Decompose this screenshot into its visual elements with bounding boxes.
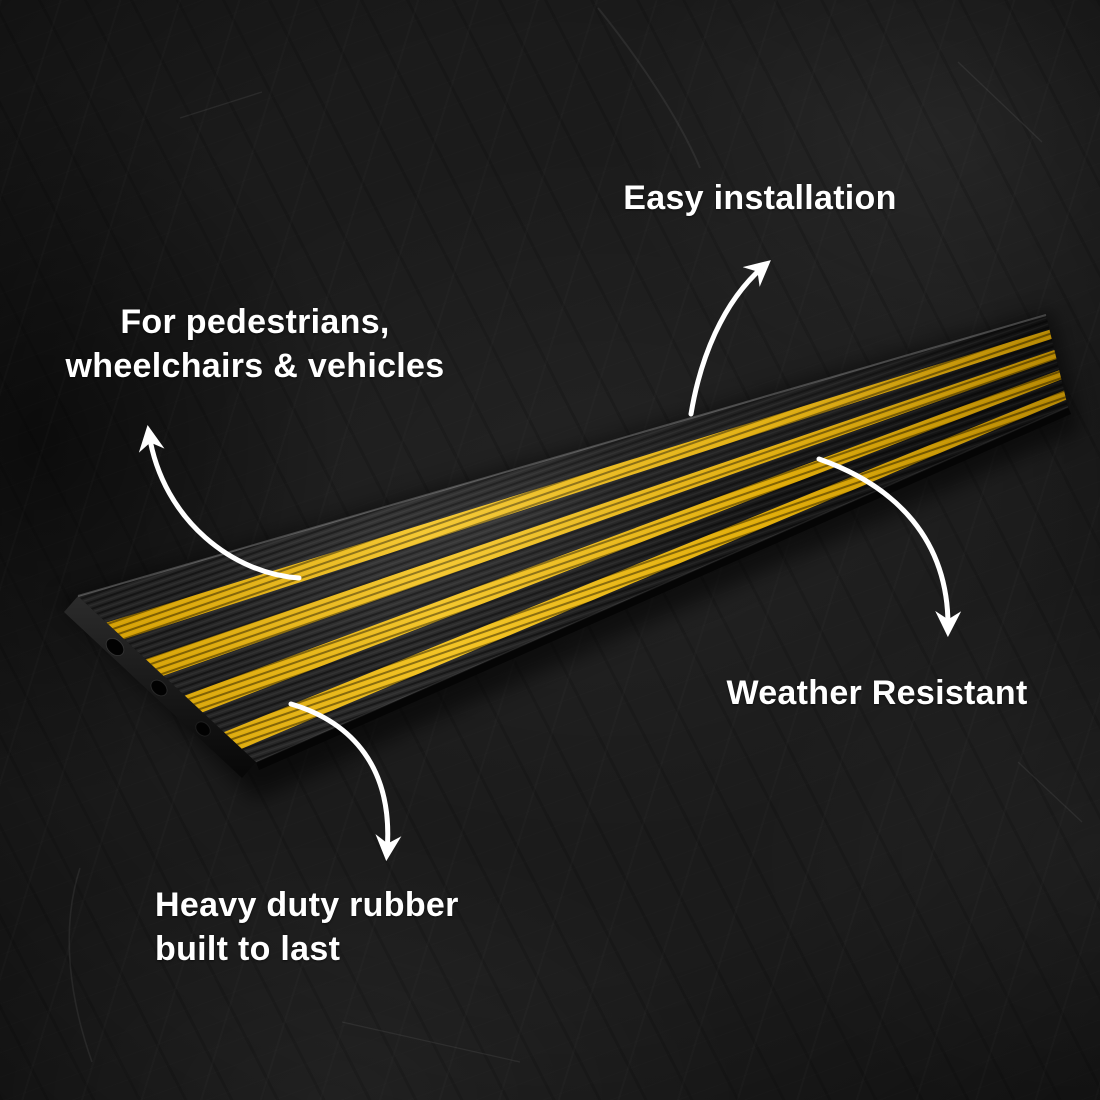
callout-heavy-duty: Heavy duty rubber built to last <box>155 883 575 971</box>
callout-heavy-duty-line1: Heavy duty rubber <box>155 886 459 924</box>
curb-ramp-image <box>64 314 1071 778</box>
arrow-to-heavy-duty-icon <box>288 701 402 862</box>
ramp-front-edge <box>256 407 1071 770</box>
callout-heavy-duty-line2: built to last <box>155 930 341 968</box>
arrow-to-pedestrians-icon <box>138 425 302 581</box>
cable-hole <box>105 637 125 657</box>
callout-easy-installation: Easy installation <box>570 176 950 220</box>
callout-pedestrians: For pedestrians, wheelchairs & vehicles <box>55 300 455 388</box>
cable-hole <box>150 679 168 697</box>
cable-hole <box>195 721 211 737</box>
front-edge-highlight <box>255 406 1069 763</box>
callout-pedestrians-line2: wheelchairs & vehicles <box>65 347 445 385</box>
callout-easy-installation-label: Easy installation <box>623 179 897 217</box>
arrow-to-easy-installation-icon <box>688 260 771 417</box>
callout-weather-resistant: Weather Resistant <box>697 671 1057 715</box>
callout-weather-resistant-label: Weather Resistant <box>726 674 1028 712</box>
back-edge-highlight <box>77 314 1047 597</box>
surface-sheen <box>185 315 1030 670</box>
chalkboard-scratches <box>68 7 1083 1063</box>
arrow-to-weather-resistant-icon <box>816 456 962 638</box>
callout-pedestrians-line1: For pedestrians, <box>120 303 390 341</box>
